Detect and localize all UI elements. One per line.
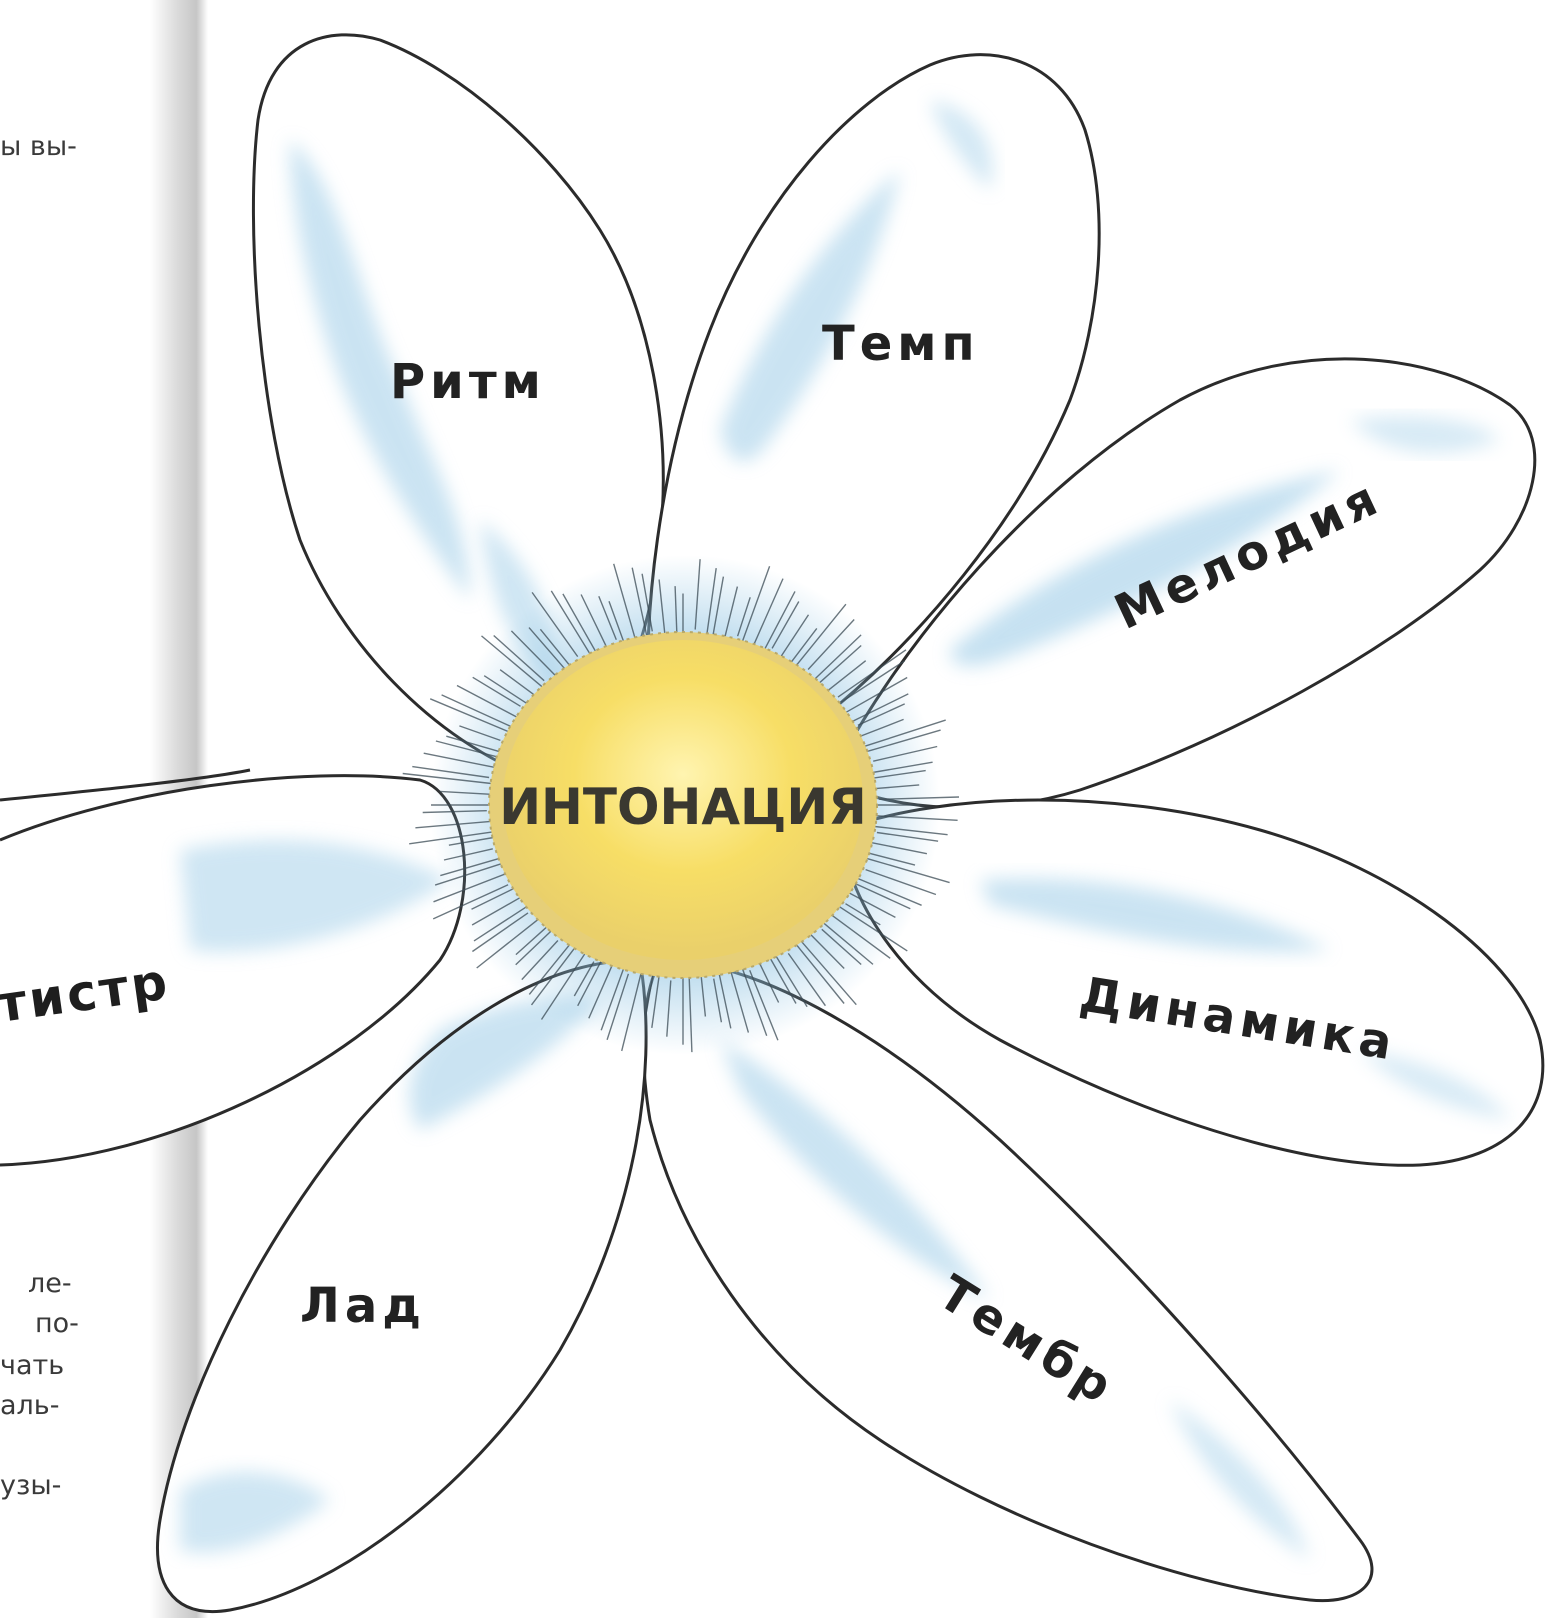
petal-label-ritm: Ритм [390,354,546,410]
left-page-line: аль- [0,1390,59,1421]
left-page-line: чать [0,1350,64,1381]
left-page-line: узы- [0,1470,61,1501]
left-page-line: ле- [28,1268,72,1299]
left-page-line: ы вы- [0,131,77,162]
petal-label-temp: Темп [822,316,980,372]
center-label: ИНТОНАЦИЯ [499,778,867,836]
petal-label-lad: Лад [300,1278,426,1334]
left-page-line: по- [35,1308,79,1339]
